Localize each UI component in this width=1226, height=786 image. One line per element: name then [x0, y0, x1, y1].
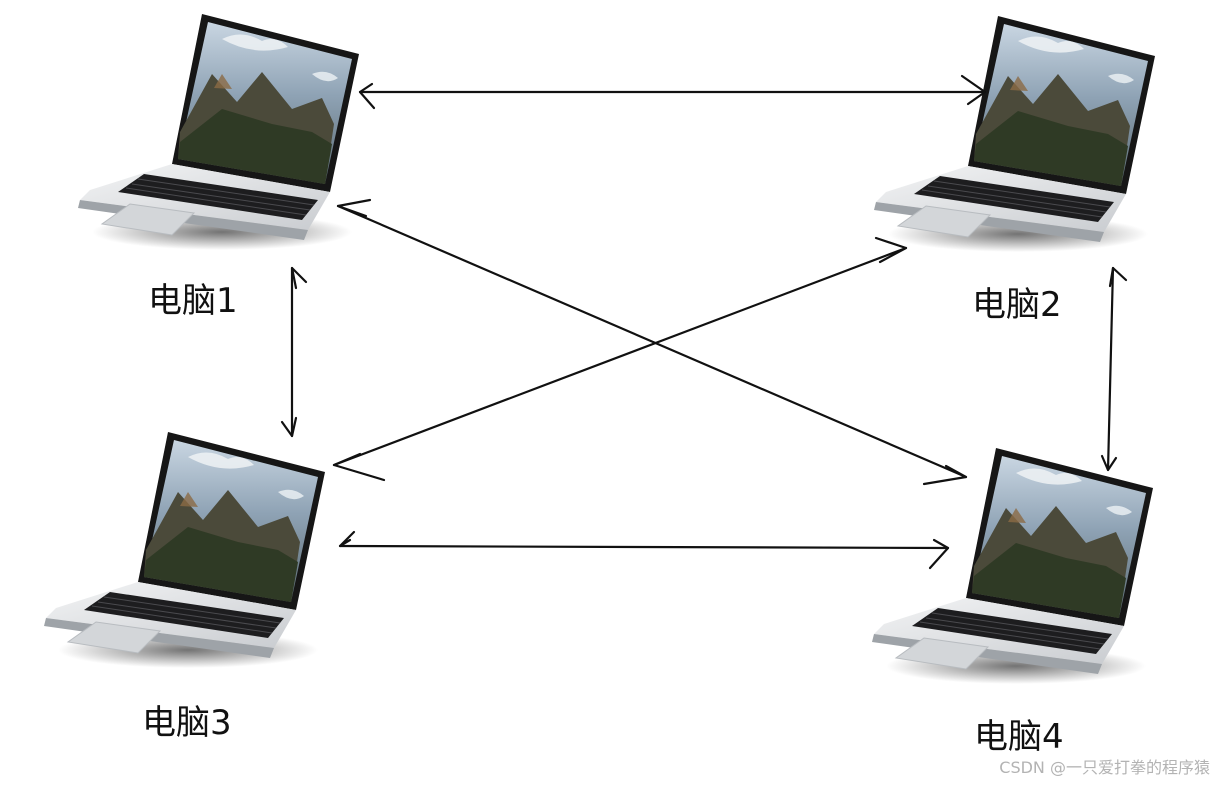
edge-pc2-pc3 [332, 236, 908, 482]
laptop-icon-pc4 [871, 447, 1154, 685]
laptop-icon-pc1 [77, 13, 360, 251]
edge-pc3-pc4 [338, 530, 950, 570]
node-label-pc4: 电脑4 [974, 717, 1064, 757]
node-label-pc3: 电脑3 [142, 703, 232, 743]
laptop-icon-pc3 [43, 431, 326, 669]
edge-pc1-pc4 [336, 198, 968, 486]
edge-pc2-pc4 [1100, 266, 1128, 472]
edge-pc1-pc2 [358, 74, 987, 110]
watermark: CSDN @一只爱打拳的程序猿 [999, 758, 1210, 777]
edge-pc1-pc3 [280, 266, 308, 438]
node-label-pc1: 电脑1 [148, 281, 238, 321]
laptop-icon-pc2 [873, 15, 1156, 253]
node-label-pc2: 电脑2 [972, 285, 1062, 325]
